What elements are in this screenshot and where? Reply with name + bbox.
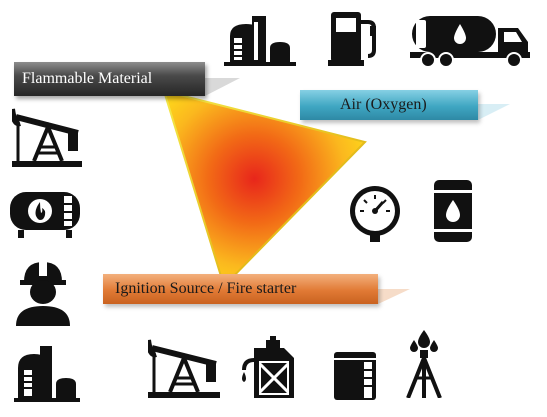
air-oxygen-label: Air (Oxygen) [300, 90, 478, 120]
refinery-tank-icon [224, 14, 296, 66]
storage-tank-flame-icon [8, 188, 82, 240]
ignition-label-tail [378, 289, 410, 304]
flammable-material-label: Flammable Material [14, 62, 205, 96]
flammable-material-text: Flammable Material [22, 70, 153, 87]
jerry-can-icon [240, 336, 300, 400]
fire-triangle-shape [162, 89, 367, 288]
flammable-label-tail [205, 78, 240, 96]
pumpjack-icon [148, 336, 220, 398]
fuel-pump-icon [326, 10, 378, 66]
oil-gusher-icon [404, 328, 444, 398]
refinery-tank-icon [14, 344, 80, 402]
worker-hard-hat-icon [14, 256, 72, 326]
air-label-tail [478, 104, 510, 120]
air-oxygen-text: Air (Oxygen) [340, 96, 427, 113]
ignition-source-text: Ignition Source / Fire starter [115, 280, 297, 297]
ignition-source-label: Ignition Source / Fire starter [103, 274, 378, 304]
pressure-gauge-icon [346, 184, 404, 242]
storage-silo-icon [332, 348, 378, 400]
oil-barrel-icon [432, 178, 474, 244]
tanker-truck-icon [410, 12, 532, 68]
pumpjack-icon [12, 103, 82, 167]
